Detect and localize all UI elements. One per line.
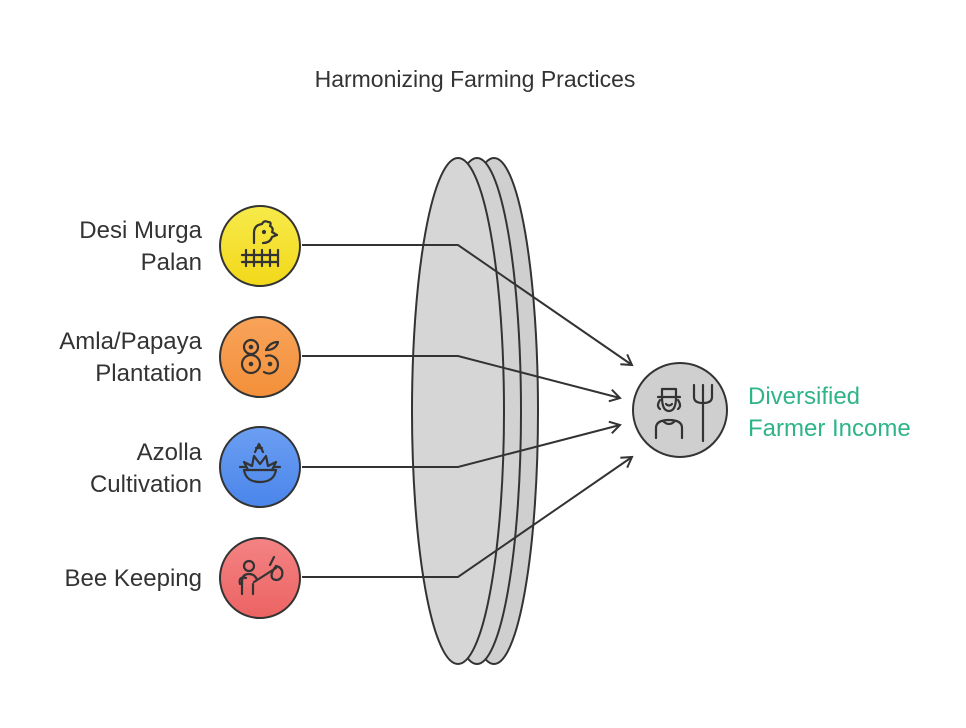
connector-2	[302, 355, 622, 403]
input-label-line1: Amla/Papaya	[59, 328, 202, 355]
diagram-title: Harmonizing Farming Practices	[315, 66, 636, 92]
input-label-line2: Palan	[141, 249, 202, 276]
rooster-fence-icon	[240, 220, 280, 268]
connector-3	[302, 420, 622, 468]
input-desi-murga-palan: Desi Murga Palan	[79, 205, 301, 287]
output-label-line1: Diversified	[748, 383, 860, 410]
connector-1	[302, 244, 634, 367]
farmer-icon	[654, 383, 714, 443]
fruits-icon	[240, 338, 280, 375]
input-amla-papaya-plantation: Amla/Papaya Plantation	[59, 316, 301, 398]
lens-shape	[411, 157, 539, 665]
input-label-line2: Cultivation	[90, 471, 202, 498]
input-label-line1: Bee Keeping	[65, 565, 202, 592]
beekeeper-icon	[238, 555, 284, 596]
output-diversified-farmer-income: Diversified Farmer Income	[632, 362, 911, 458]
input-label-line1: Azolla	[137, 439, 203, 466]
input-azolla-cultivation: Azolla Cultivation	[90, 426, 301, 508]
connectors	[302, 244, 634, 578]
output-label-line2: Farmer Income	[748, 415, 911, 442]
input-bee-keeping: Bee Keeping	[65, 537, 301, 619]
input-label-line2: Plantation	[95, 360, 202, 387]
plant-bowl-icon	[238, 442, 282, 484]
input-label-line1: Desi Murga	[79, 217, 202, 244]
connector-4	[302, 455, 634, 578]
